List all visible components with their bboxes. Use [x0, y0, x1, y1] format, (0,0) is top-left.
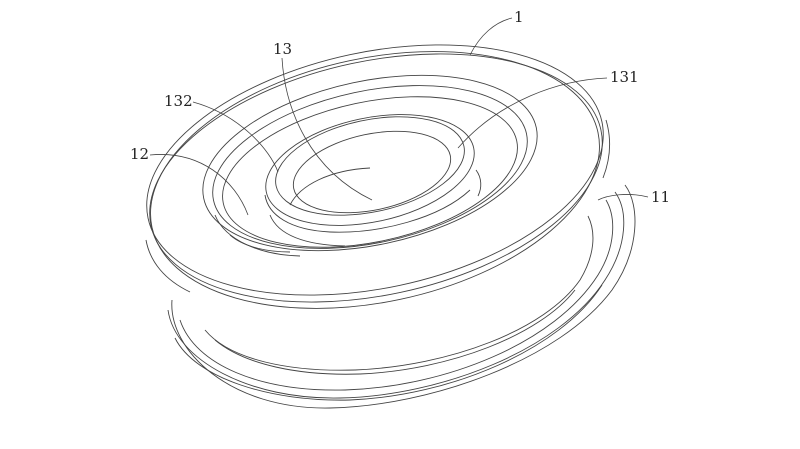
leader-13	[281, 57, 373, 201]
leader-11	[597, 194, 649, 201]
leader-lines	[149, 17, 649, 216]
leader-1	[469, 17, 513, 56]
leader-12	[149, 154, 249, 216]
outer-ring	[145, 44, 610, 309]
label-part-132: 132	[164, 92, 193, 110]
leader-132	[192, 101, 279, 173]
label-part-13: 13	[273, 40, 292, 58]
recess-groove	[202, 74, 538, 257]
label-part-1: 1	[514, 8, 524, 26]
reference-labels: 1 13 131 132 12 11	[130, 8, 670, 206]
label-part-12: 12	[130, 145, 149, 163]
lower-flange	[167, 184, 636, 409]
label-part-131: 131	[610, 68, 639, 86]
inner-hub	[264, 114, 482, 247]
label-part-11: 11	[651, 188, 670, 206]
leader-131	[457, 77, 608, 149]
